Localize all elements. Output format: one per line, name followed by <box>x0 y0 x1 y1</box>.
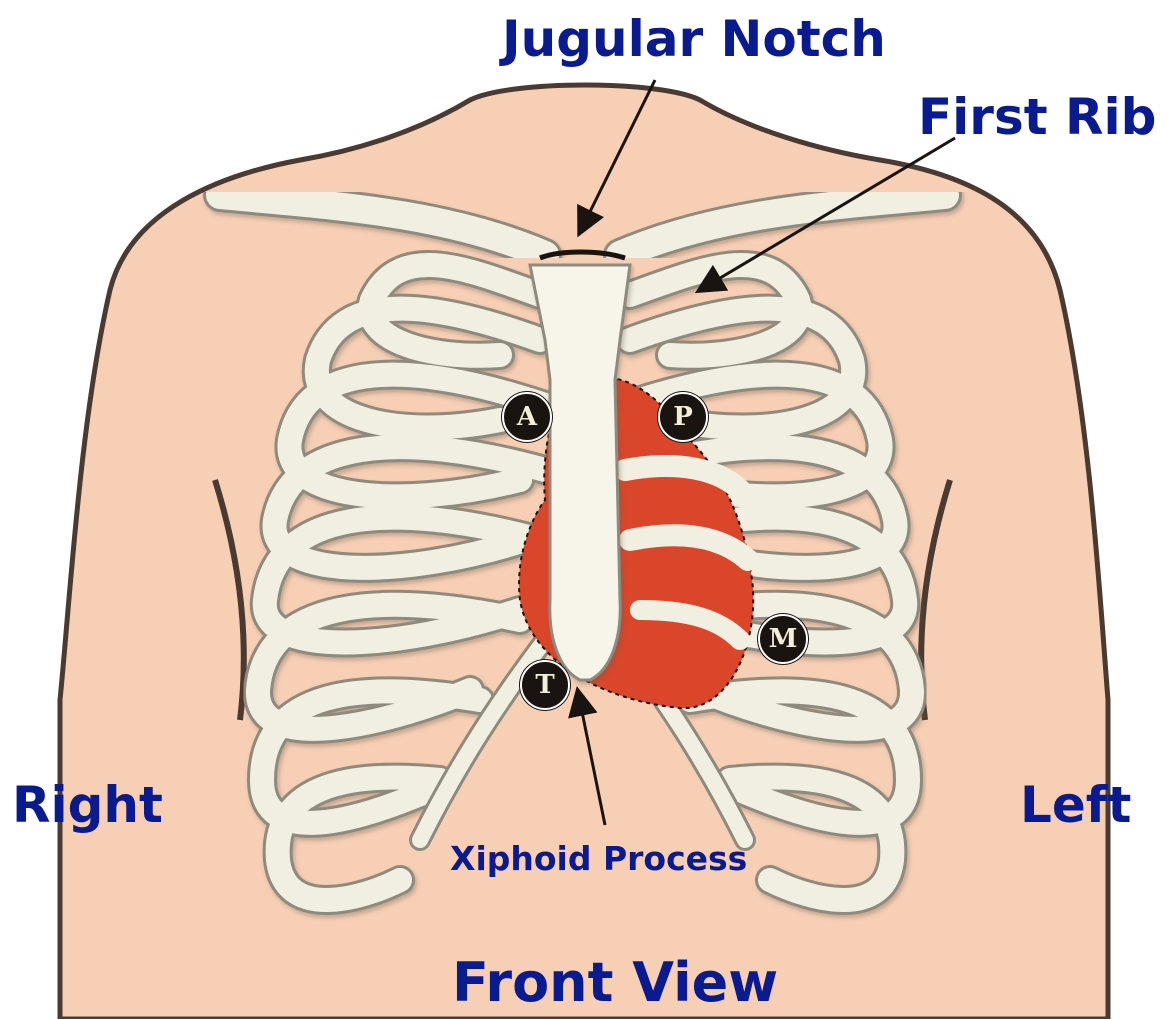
jugular-notch-label: Jugular Notch <box>502 14 886 64</box>
tricuspid-marker: T <box>520 660 570 710</box>
mitral-marker: M <box>758 614 808 664</box>
xiphoid-process-label: Xiphoid Process <box>450 842 747 875</box>
left-label: Left <box>1020 780 1131 830</box>
pulmonic-marker: P <box>658 392 708 442</box>
right-label: Right <box>12 780 163 830</box>
first-rib-label: First Rib <box>918 92 1156 142</box>
aortic-marker: A <box>502 392 552 442</box>
front-view-label: Front View <box>452 956 778 1010</box>
